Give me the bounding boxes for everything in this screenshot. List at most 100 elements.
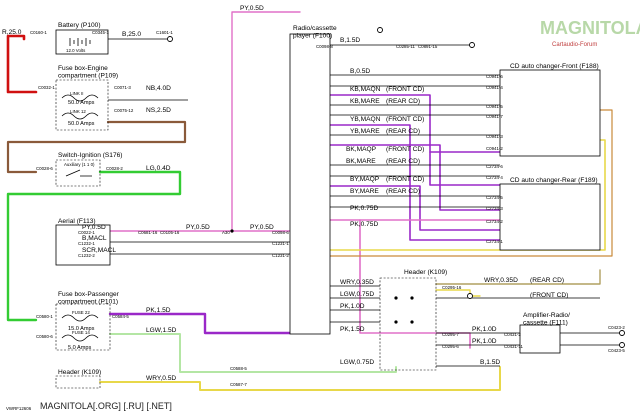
cd-purple-wire-5 [329,144,501,211]
connector-code: C0022-1 [78,230,95,235]
connector-code: C0071-3 [114,85,131,90]
cd-signal-desc: (REAR CD) [386,188,420,195]
switch-ignition-label: Switch-Ignition (S176) [58,152,123,159]
cd-purple-wire-3 [329,185,501,231]
header-k109-bottom-label: Header (K109) [58,369,101,376]
wire-lgw075-low: LGW,0.75D [340,359,374,366]
connector-code: C0941-7 [486,114,503,119]
cd-signal-list: KB,MAQN (FRONT CD) KB,MARE (REAR CD) YB,… [346,86,424,228]
ground-terminal-radio [469,42,475,48]
link-ii-label: LINK II [70,91,83,96]
connector-code: C2734-1 [486,239,503,244]
aerial-box [55,224,111,266]
wry-yellow-wire [99,366,501,391]
connector-code: C0032-1 [38,85,55,90]
fusebox-engine-box [55,79,109,131]
wire-wry035-header: WRY,0.35D [340,279,374,286]
cd-purple-wire-2 [329,124,501,241]
fuse-22-label: FUSE 22 [72,310,90,315]
wire-pk10-amp: PK,1.0D [472,326,497,333]
ns-brown-wire [6,120,187,174]
connector-code: C1601-1 [156,30,173,35]
header-k109-mid-box [379,277,437,371]
connector-code: C1232-1 [78,241,95,246]
cd-signal-desc: (FRONT CD) [386,86,424,93]
wire-ns25: NS,2.5D [146,107,171,114]
connector-code: C0075-12 [114,108,134,113]
wire-b15-radio: B,1.5D [340,37,360,44]
connector-code: C0587-7 [230,382,247,387]
cd-signal-wire: PK,0.75D [350,221,378,228]
wire-pk10: PK,1.0D [340,303,365,310]
connector-code: C2734-4 [486,175,503,180]
aerial-label: Aerial (F113) [58,218,96,225]
cd-signal-desc: (FRONT CD) [386,176,424,183]
connector-code: C0941-2 [486,146,503,151]
wire-pk15-radio: PK,1.5D [340,326,365,333]
ignition-switch-symbol [65,169,92,177]
wire-pk15-fuse: PK,1.5D [146,307,171,314]
connector-code: C0295-6 [442,344,459,349]
connector-code: C1232-2 [78,253,95,258]
connector-code: C0160-1 [30,30,47,35]
connector-code: C0588-5 [230,366,247,371]
connector-code: C0941-5 [486,104,503,109]
khaki-header-wire [435,269,601,285]
connector-code: C0580-6 [36,334,53,339]
wire-py-aerial: PY,0.5D [82,224,106,231]
connector-code: C2734-2 [486,219,503,224]
cd-signal-wire: KB,MARE [350,98,380,105]
connector-code: C2734-5 [486,195,503,200]
connector-code: C0941-6 [486,74,503,79]
connector-code: C0580-1 [36,314,53,319]
wire-py-a3: PY,0.5D [186,224,210,231]
fuse-14-rating: 5.0 Amps [68,345,92,351]
radio-box [289,33,331,335]
connector-code: C2734-6 [486,164,503,169]
header-k109-mid-label: Header (K109) [404,269,447,276]
cd-signal-desc: (REAR CD) [386,98,420,105]
ignition-green-wire [6,170,182,322]
cd-signal-wire: KB,MAQN [350,86,381,93]
fusebox-passenger-box [55,303,111,351]
wire-wry05: WRY,0.5D [146,375,176,382]
cd-front-label: CD auto changer-Front (F188) [510,63,599,70]
watermark-footer: MAGNITOLA[.ORG] [.RU] [.NET] [40,401,172,411]
wire-lgw075: LGW,0.75D [340,291,374,298]
connector-code: C0431-2 [504,332,521,337]
connector-code: C0941-4 [486,85,503,90]
connector-code: C0345-1 [92,30,109,35]
connector-code: C0098-8 [316,44,333,49]
connector-code: C0028-6 [36,166,53,171]
ground-terminal-radio-top [377,27,383,33]
connector-code: C0681-16 [138,230,158,235]
wire-r25: R,25.0 [2,29,22,36]
ground-terminal-amp-1 [619,330,625,336]
connector-code: C0028-2 [106,166,123,171]
wry-yellow-header-wire [435,289,481,297]
header-k109-bottom-box [55,375,101,389]
connector-code: C0423-2 [608,325,625,330]
cd-rear-box [499,183,601,251]
connector-code: C0295-16 [442,285,462,290]
connector-code: C0295-7 [442,332,459,337]
connector-code: C1231-2 [272,253,289,258]
fuse-22-symbol [61,314,99,322]
wire-nb40: NB,4.0D [146,85,171,92]
wire-lg04: LG,0.4D [146,165,171,172]
connector-code: C0423-5 [608,348,625,353]
front-cd-tag: (FRONT CD) [530,292,568,299]
wire-b05: B,0.5D [350,68,370,75]
cd-signal-wire: BK,MAQP [346,146,377,153]
connector-code: C0941-3 [486,134,503,139]
wire-wry035-rear: WRY,0.35D [484,277,518,284]
link-12-symbol [61,112,99,120]
wire-b15-amp: B,1.5D [480,359,500,366]
cd-signal-desc: (FRONT CD) [386,116,424,123]
ground-terminal-header [467,293,473,299]
cd-purple-wire-4 [429,151,501,186]
connector-code: A30 [222,230,230,235]
